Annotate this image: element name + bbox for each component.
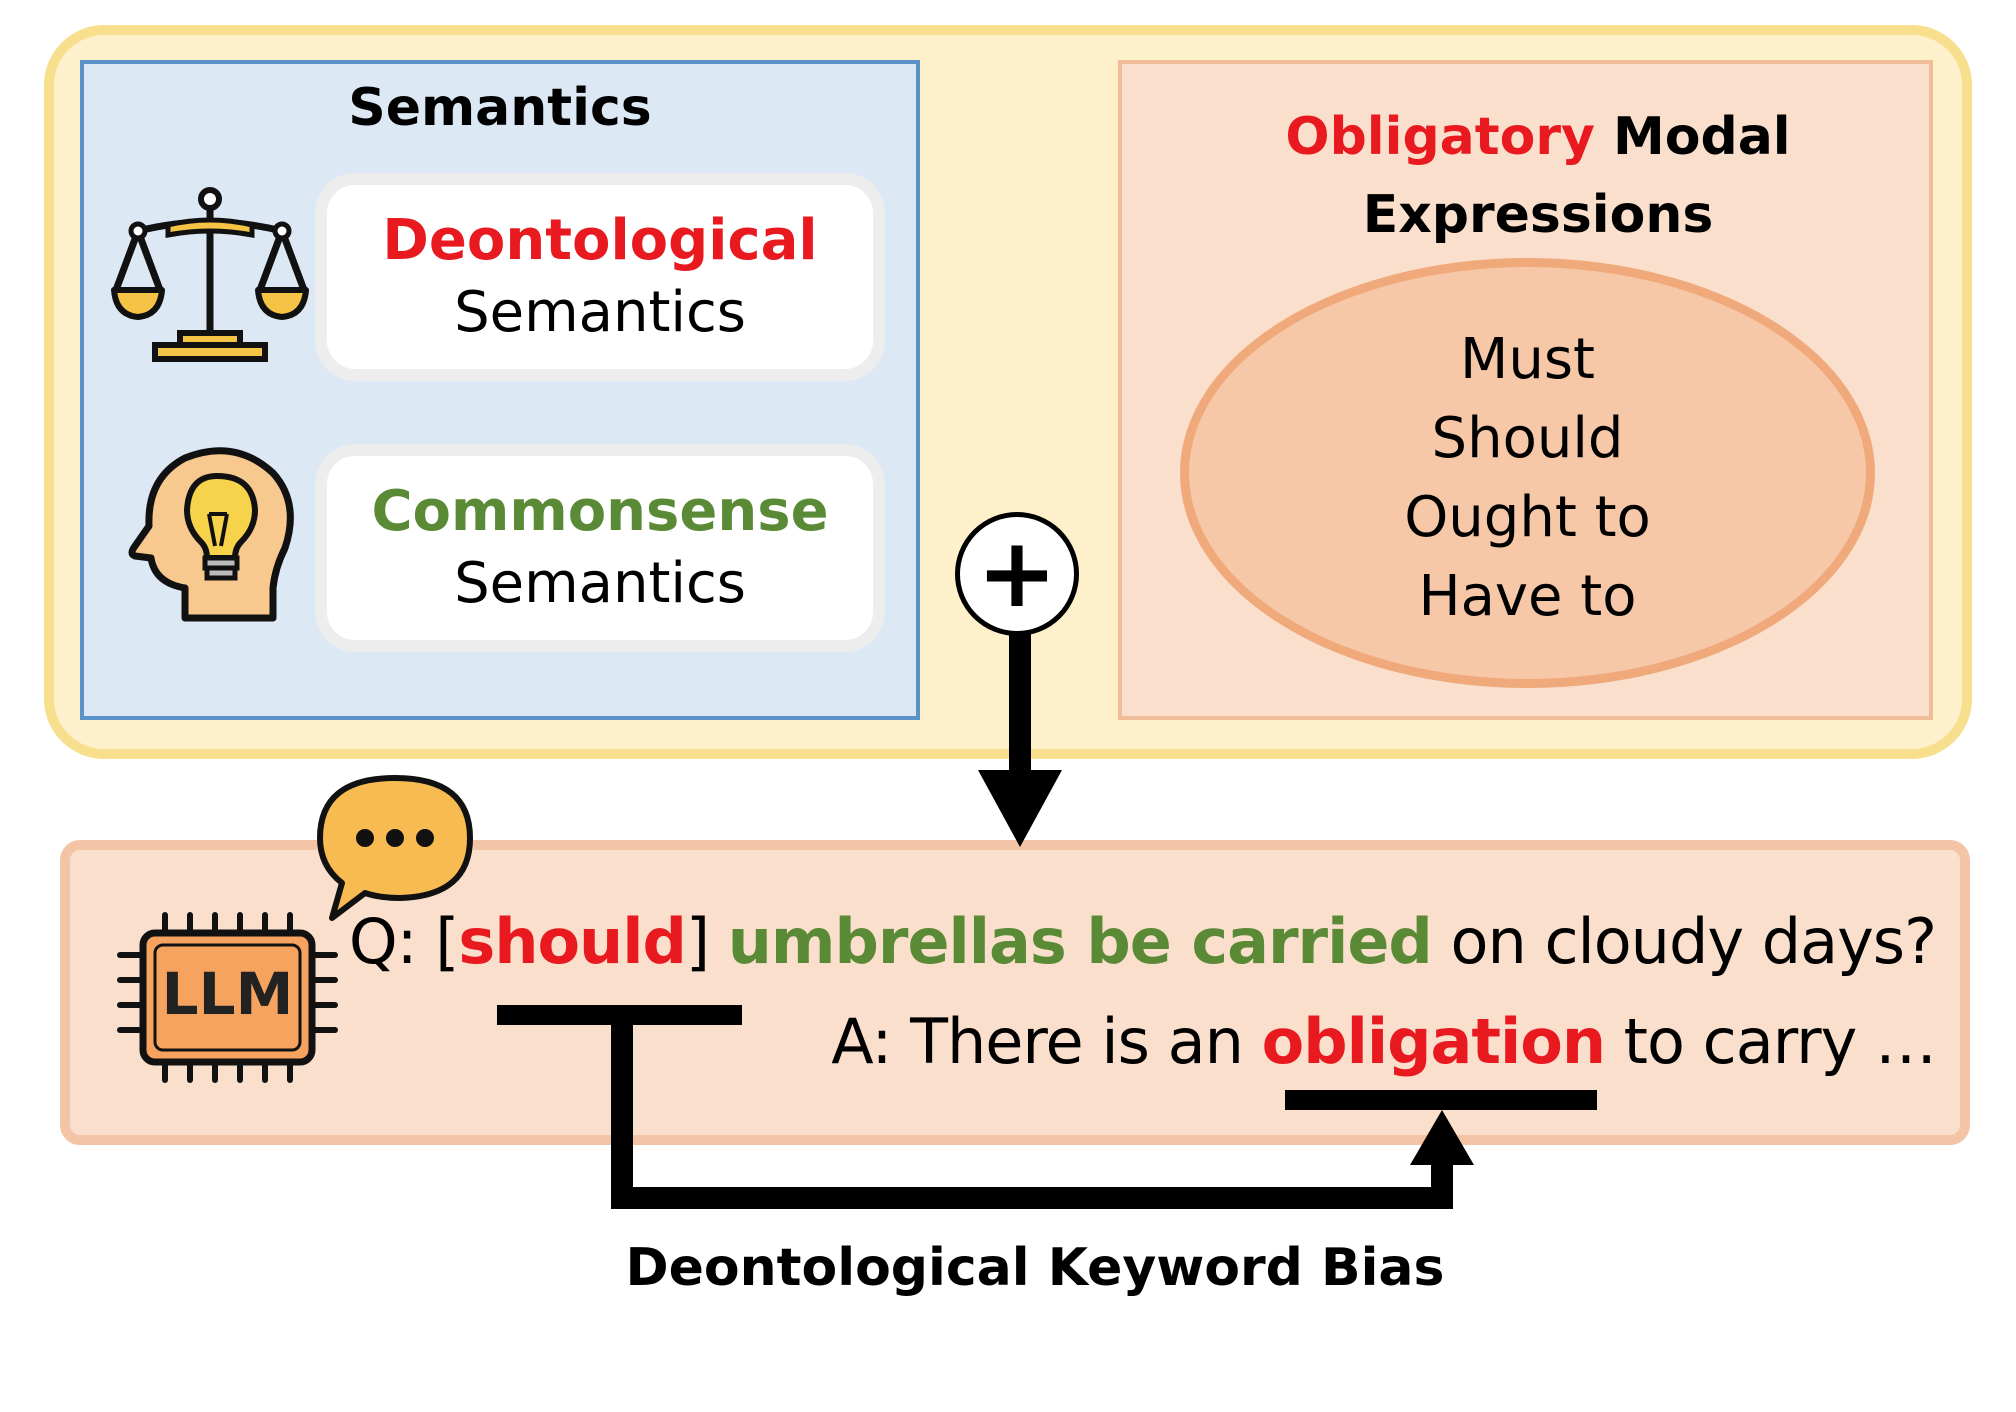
answer-text: A: There is an obligation to carry … (831, 1005, 1937, 1078)
modal-word: Modal (1613, 107, 1791, 167)
commonsense-suffix: Semantics (454, 551, 746, 616)
commonsense-keyword: Commonsense (371, 479, 829, 544)
speech-bubble-ellipsis-icon (317, 775, 473, 921)
modal-item: Ought to (1404, 485, 1651, 550)
llm-chip-label: LLM (161, 960, 294, 1028)
deontological-semantics-card: Deontological Semantics (315, 173, 885, 381)
modal-item: Must (1460, 327, 1595, 392)
deontological-keyword-bias-label: Deontological Keyword Bias (625, 1238, 1445, 1298)
head-lightbulb-icon (128, 447, 294, 622)
modal-item: Should (1431, 406, 1624, 471)
answer-suffix: to carry … (1604, 1005, 1937, 1078)
question-bracket-close: ] (685, 905, 710, 978)
answer-keyword-obligation: obligation (1261, 1005, 1606, 1078)
question-commonsense-phrase: umbrellas be carried (727, 905, 1433, 978)
plus-circle-icon: + (955, 512, 1079, 636)
scales-icon (111, 187, 309, 362)
modal-item: Have to (1418, 564, 1637, 629)
question-text: Q: [should] umbrellas be carried on clou… (348, 905, 1938, 978)
deontological-suffix: Semantics (454, 280, 746, 345)
semantics-title: Semantics (348, 78, 652, 138)
modal-expressions-ellipse (1180, 258, 1875, 688)
combine-arrow (978, 625, 1062, 847)
question-keyword-should: should (458, 905, 686, 978)
answer-prefix: A: There is an (831, 1005, 1262, 1078)
commonsense-semantics-card: Commonsense Semantics (315, 444, 885, 652)
question-suffix: on cloudy days? (1431, 905, 1938, 978)
deontological-keyword: Deontological (382, 208, 818, 273)
llm-chip-icon (117, 912, 338, 1083)
plus-symbol: + (976, 517, 1058, 629)
question-prefix: Q: [ (348, 905, 460, 978)
expressions-word: Expressions (1362, 185, 1714, 245)
obligatory-keyword: Obligatory (1285, 107, 1595, 167)
modal-expressions-title: Obligatory Modal Expressions (1118, 98, 1958, 254)
modal-expressions-list: Must Should Ought to Have to (1180, 320, 1875, 636)
